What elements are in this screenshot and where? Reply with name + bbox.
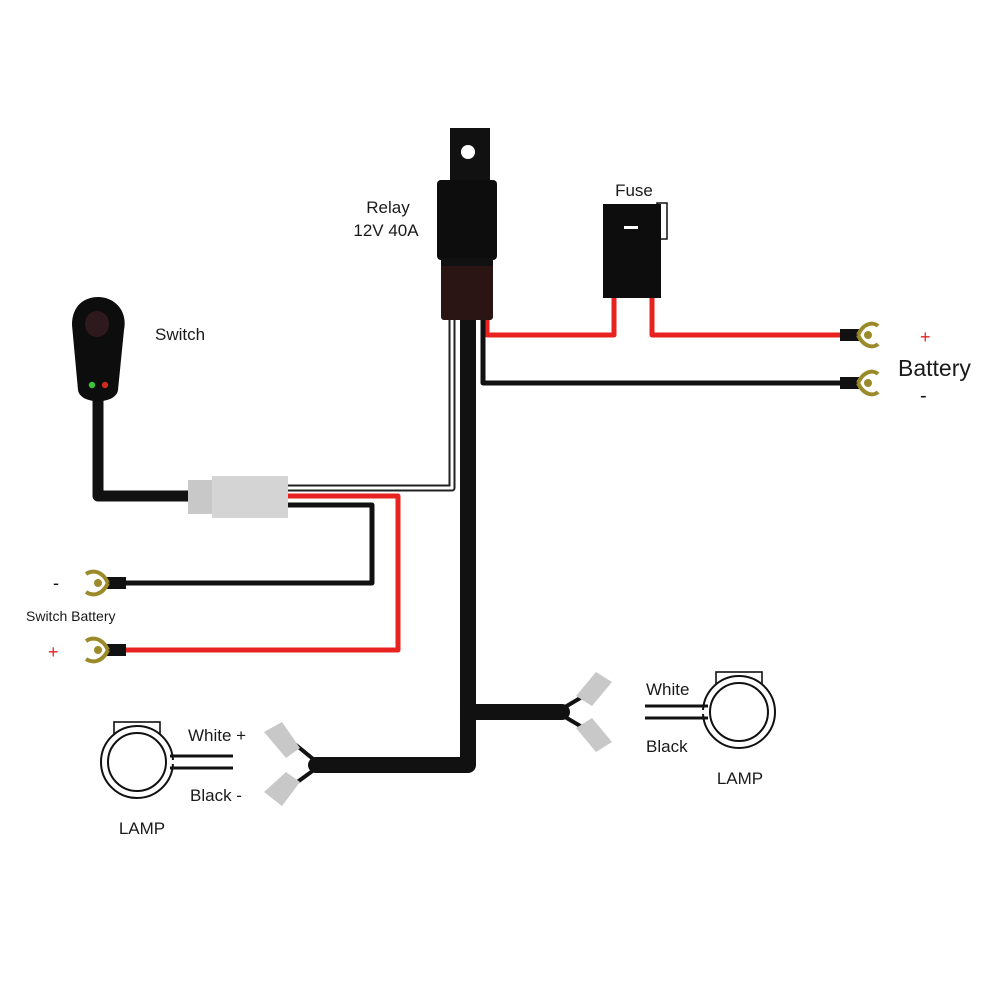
fuse-icon [603,202,668,298]
left-lower-spade [264,772,300,806]
main-harness-trunk [308,310,476,773]
lamp-right-icon [645,671,776,749]
switch-cable [92,389,194,502]
left-lamp-label: LAMP [119,819,165,838]
battery-label: Battery [898,355,971,381]
right-split-lower [558,712,584,729]
rocker-switch-icon [72,297,125,402]
switch-battery-negative-terminal [84,569,126,597]
red-wire-fuse-to-battery [649,293,848,338]
switch-battery-label: Switch Battery [26,608,115,624]
relay-label: Relay [366,198,410,217]
battery-plus-sign: + [920,327,931,347]
right-split-upper [558,695,584,712]
relay-rating-label: 12V 40A [353,221,419,240]
right-upper-spade [576,672,612,706]
left-split-lower [294,765,320,785]
left-black-minus-label: Black - [190,786,242,805]
red-led-icon [101,381,109,389]
white-wire-switch-to-relay [284,314,456,492]
switch-connector-plug [188,476,288,518]
black-wire-relay-to-battery [480,315,848,386]
wires [92,293,848,785]
fuse-label: Fuse [615,181,653,200]
switch-label: Switch [155,325,205,344]
battery-positive-terminal [840,321,880,349]
switch-battery-minus-sign: - [53,573,59,593]
left-white-plus-label: White + [188,726,246,745]
red-wire-to-switch-battery [119,493,401,653]
lamp-left-icon [100,721,233,799]
spade-connector-icon [264,672,612,806]
relay-icon [437,128,497,320]
right-lamp-label: LAMP [717,769,763,788]
right-lower-spade [576,718,612,752]
white-wire-core [286,316,454,490]
red-wire-relay-to-fuse [484,293,617,338]
right-black-label: Black [646,737,688,756]
battery-minus-sign: - [920,385,927,407]
left-upper-spade [264,722,300,758]
green-led-icon [88,381,96,389]
black-wire-to-switch-battery [119,502,375,586]
switch-battery-plus-sign: + [48,642,59,662]
right-white-label: White [646,680,689,699]
battery-negative-terminal [840,369,880,397]
switch-battery-positive-terminal [84,636,126,664]
